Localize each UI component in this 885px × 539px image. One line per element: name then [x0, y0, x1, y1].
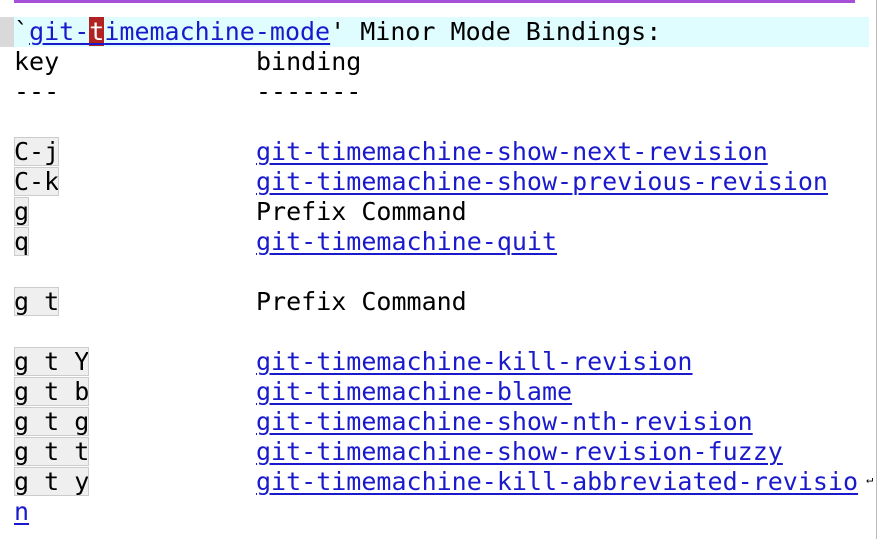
key-sequence: g t — [14, 287, 60, 316]
mode-link-prefix: git- — [29, 17, 90, 46]
window-top-border — [14, 0, 855, 3]
binding-key-cell: g t b — [14, 377, 90, 407]
key-rule: --- — [14, 77, 60, 106]
backtick: ` — [14, 17, 30, 46]
help-title-line: `git-timemachine-mode' Minor Mode Bindin… — [14, 17, 869, 47]
key-sequence: g — [14, 197, 30, 226]
binding-key-cell: C-j — [14, 137, 60, 167]
key-sequence: g t y — [14, 467, 90, 496]
binding-command-cell: git-timemachine-show-revision-fuzzy — [256, 437, 783, 467]
column-header-binding: binding — [256, 47, 362, 76]
binding-key-cell: C-k — [14, 167, 60, 197]
binding-command-cell: git-timemachine-blame — [256, 377, 572, 407]
binding-key-cell: g t t — [14, 437, 90, 467]
binding-command-cell: Prefix Command — [256, 197, 467, 227]
mode-link-rest: imemachine-mode — [104, 17, 331, 46]
binding-key-cell: g — [14, 197, 30, 227]
title-suffix: ' Minor Mode Bindings: — [330, 17, 662, 46]
key-sequence: g t Y — [14, 347, 90, 376]
binding-key-cell: g t — [14, 287, 60, 317]
binding-command-cell: git-timemachine-kill-abbreviated-revisio — [256, 467, 858, 497]
key-sequence: C-j — [14, 137, 60, 166]
key-sequence: C-k — [14, 167, 60, 196]
command-link[interactable]: git-timemachine-quit — [256, 227, 558, 256]
binding-key-cell: g t Y — [14, 347, 90, 377]
binding-command-cell: git-timemachine-kill-revision — [256, 347, 693, 377]
text-cursor: t — [89, 17, 105, 46]
binding-command-cell: git-timemachine-show-previous-revision — [256, 167, 828, 197]
column-header-key: key — [14, 47, 60, 76]
binding-rule: ------- — [256, 77, 362, 106]
key-sequence: g t t — [14, 437, 90, 466]
key-sequence: g t b — [14, 377, 90, 406]
binding-command-cell: git-timemachine-show-next-revision — [256, 137, 768, 167]
command-link[interactable]: git-timemachine-show-next-revision — [256, 137, 768, 166]
binding-command-cell: git-timemachine-quit — [256, 227, 557, 257]
command-link[interactable]: git-timemachine-show-revision-fuzzy — [256, 437, 783, 466]
binding-command-cell: Prefix Command — [256, 287, 467, 317]
command-text: Prefix Command — [256, 287, 467, 316]
binding-command-cell: git-timemachine-show-nth-revision — [256, 407, 753, 437]
binding-key-cell: q — [14, 227, 30, 257]
left-fringe — [0, 17, 14, 47]
binding-key-cell: g t y — [14, 467, 90, 497]
command-link[interactable]: git-timemachine-show-nth-revision — [256, 407, 753, 436]
wrapped-link-tail[interactable]: n — [14, 497, 30, 526]
window-right-border — [876, 0, 877, 539]
mode-link[interactable]: git-timemachine-mode — [29, 17, 330, 46]
command-link[interactable]: git-timemachine-show-previous-revision — [256, 167, 828, 196]
key-sequence: g t g — [14, 407, 90, 436]
key-sequence: q — [14, 227, 30, 256]
binding-key-cell: g t g — [14, 407, 90, 437]
command-link[interactable]: git-timemachine-blame — [256, 377, 573, 406]
command-text: Prefix Command — [256, 197, 467, 226]
wrapped-tail[interactable]: n — [14, 497, 29, 527]
command-link[interactable]: git-timemachine-kill-abbreviated-revisio — [256, 467, 859, 496]
line-wrap-icon: ↵ — [866, 472, 874, 486]
command-link[interactable]: git-timemachine-kill-revision — [256, 347, 693, 376]
